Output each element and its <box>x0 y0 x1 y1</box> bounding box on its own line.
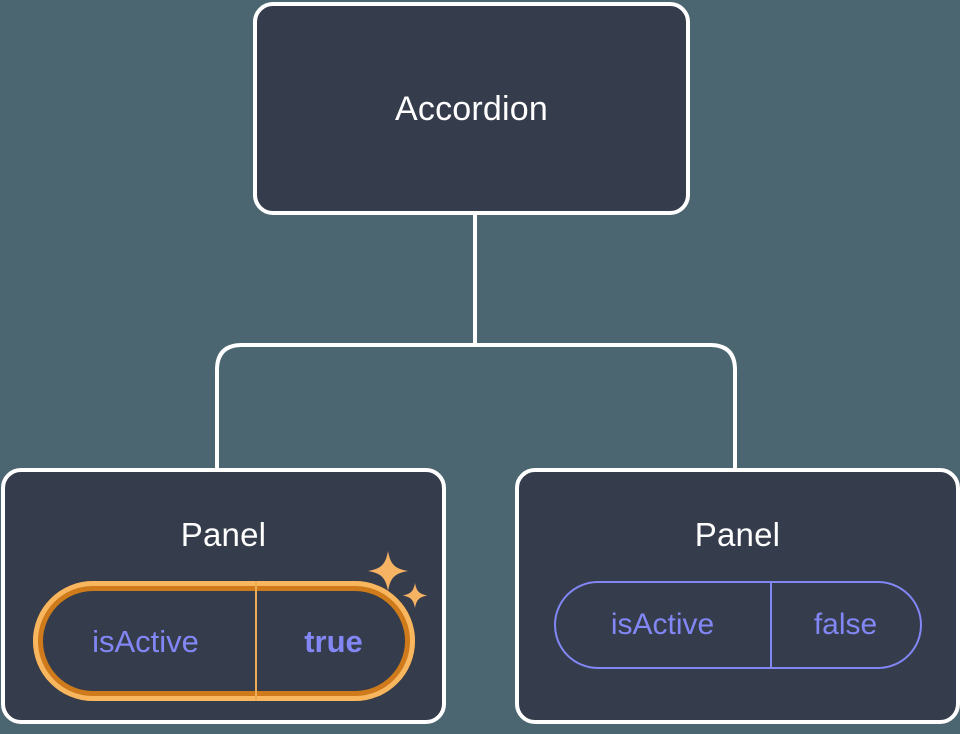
node-panel-inactive[interactable]: Panel isActive false <box>515 468 960 724</box>
sparkle-small <box>402 583 428 608</box>
connector-branches <box>215 343 737 470</box>
prop-pill-isactive-false[interactable]: isActive false <box>553 581 922 669</box>
panel-active-body: isActive true <box>5 551 442 701</box>
prop-pill-isactive-true[interactable]: isActive true <box>33 581 415 701</box>
node-accordion-label: Accordion <box>395 89 548 128</box>
prop-key: isActive <box>610 608 715 641</box>
prop-key: isActive <box>92 623 199 659</box>
prop-value: false <box>769 583 920 667</box>
node-panel-inactive-label: Panel <box>694 516 781 553</box>
node-accordion[interactable]: Accordion <box>253 2 690 215</box>
node-panel-active-label: Panel <box>180 516 267 553</box>
node-panel-active[interactable]: Panel isActive true <box>1 468 446 724</box>
prop-value: true <box>254 581 411 701</box>
panel-inactive-body: isActive false <box>519 581 956 669</box>
